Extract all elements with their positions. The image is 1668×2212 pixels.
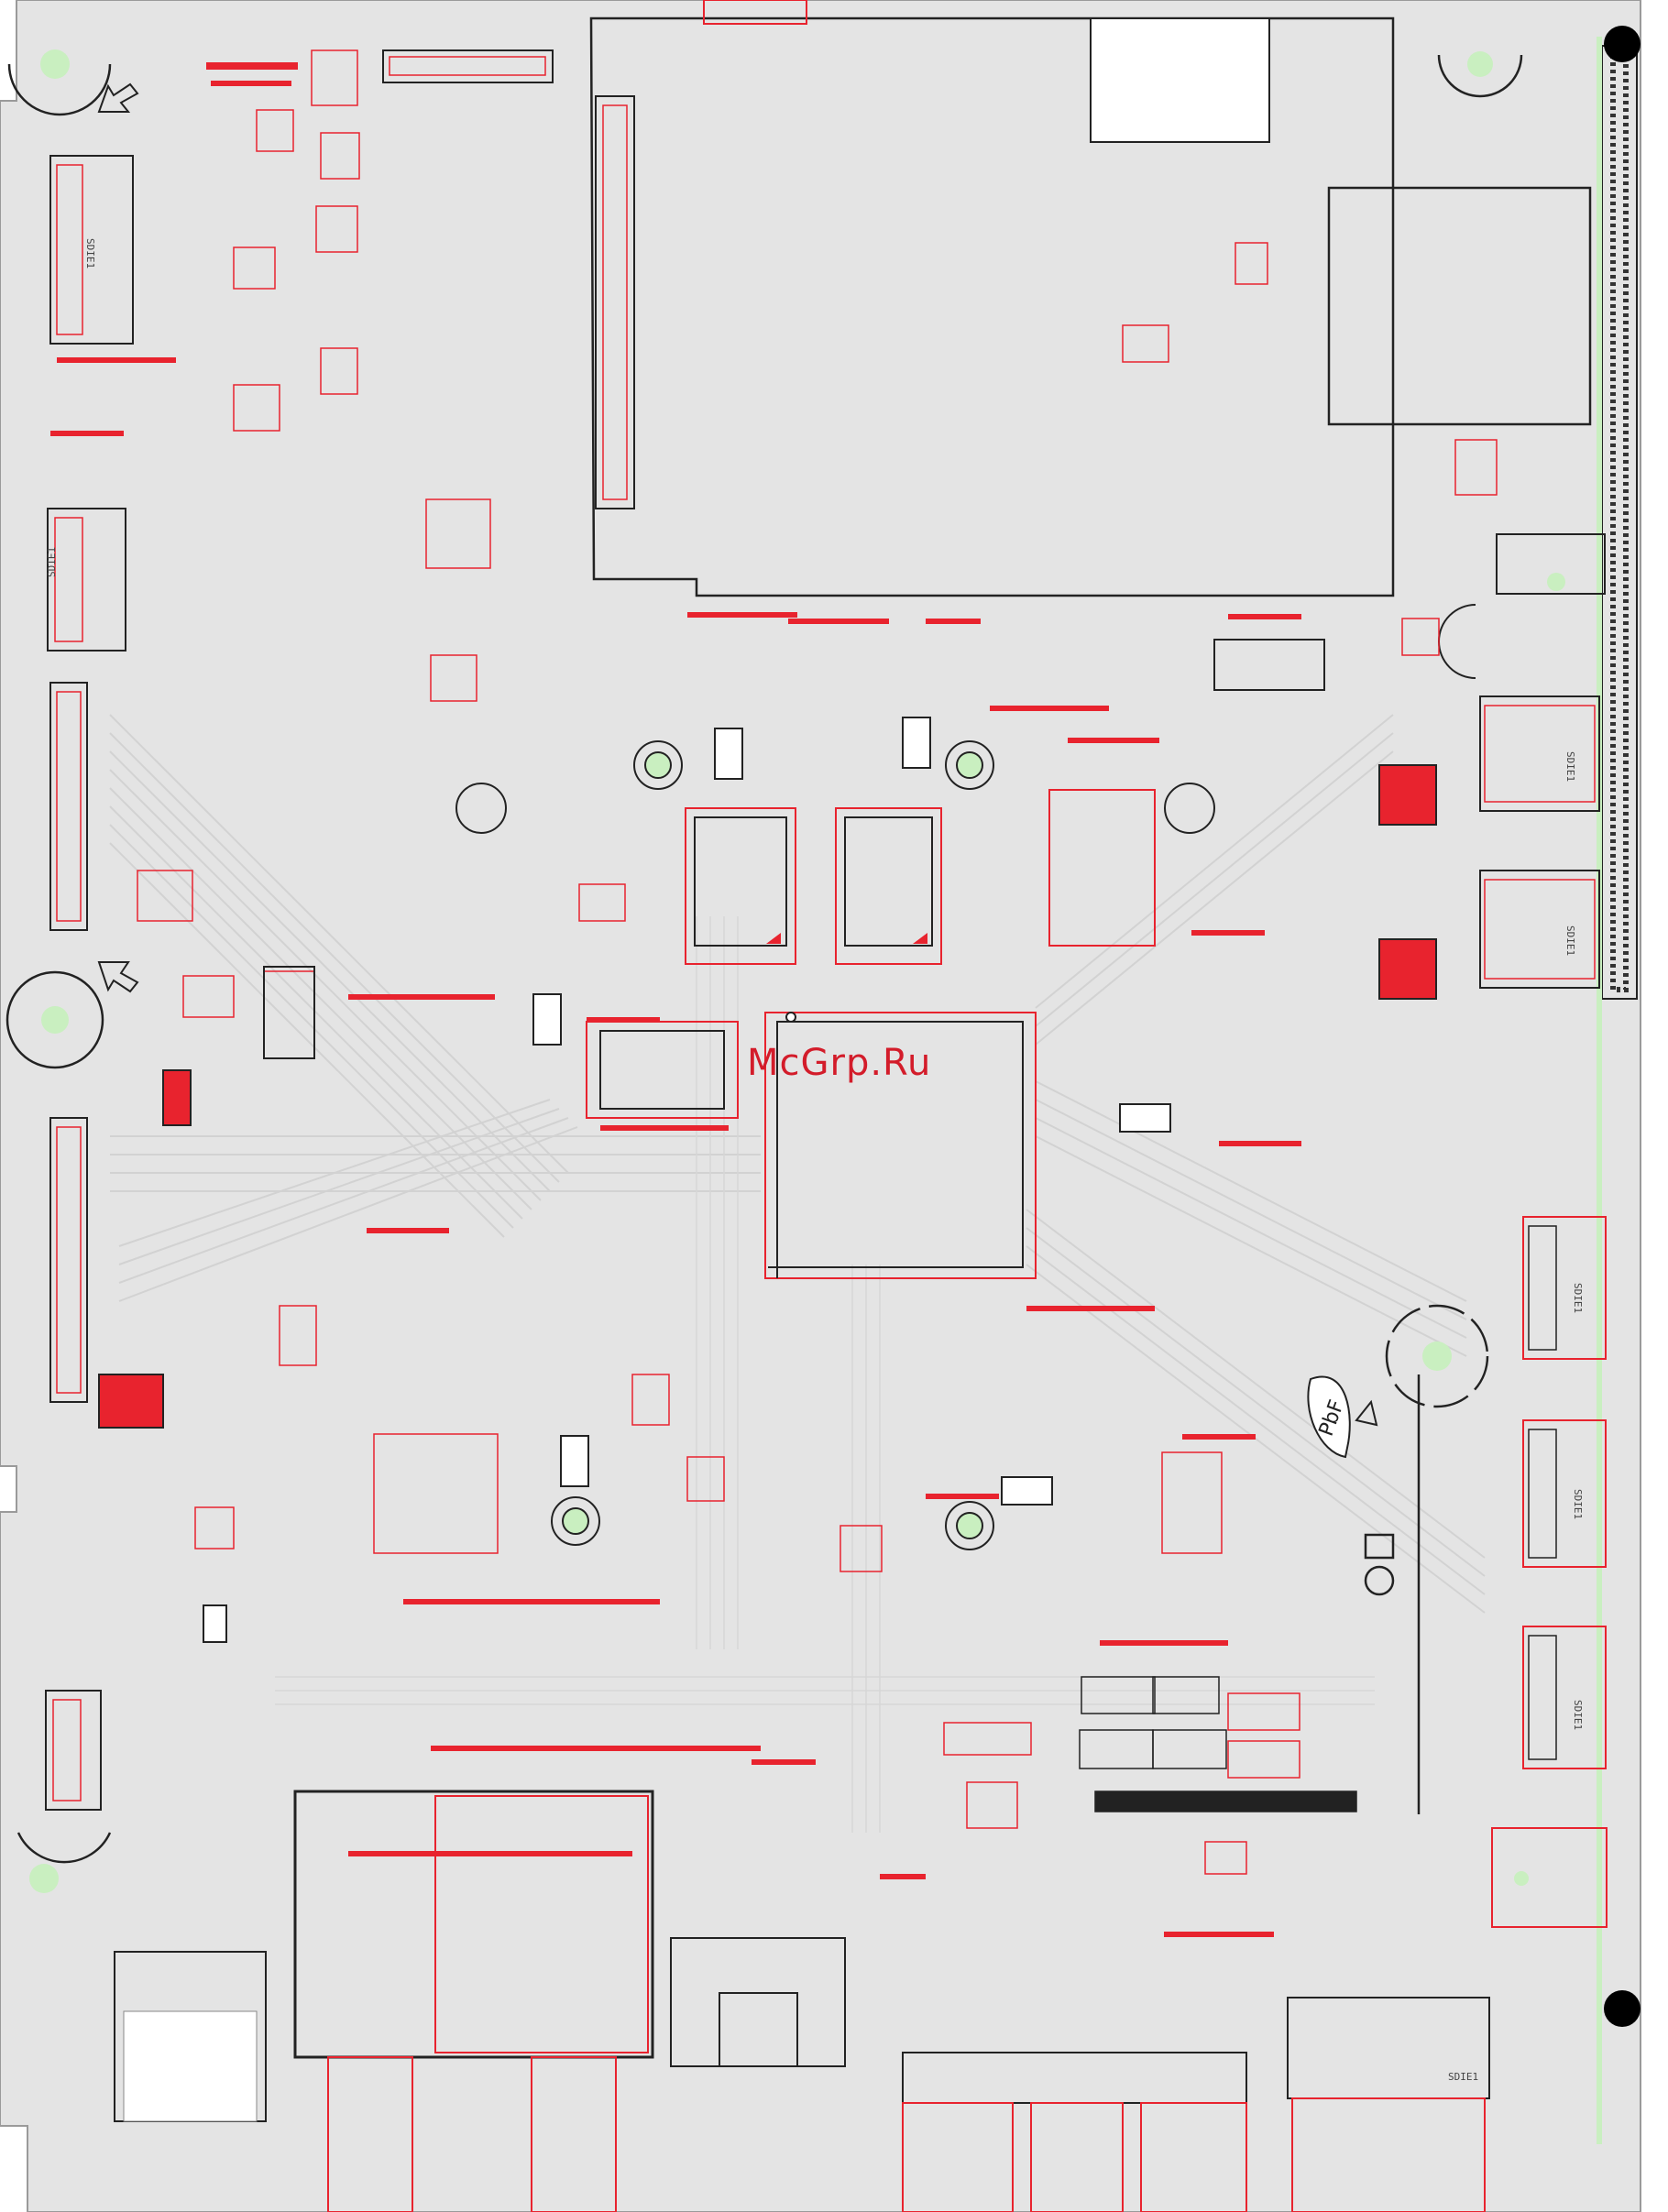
- mounting-hole-top-right: [1604, 26, 1641, 62]
- svg-text:SDIE1: SDIE1: [1572, 1700, 1584, 1730]
- svg-text:SDIE1: SDIE1: [84, 238, 96, 268]
- mounting-hole-bottom-right: [1604, 1990, 1641, 2027]
- svg-text:SDIE1: SDIE1: [1564, 751, 1576, 782]
- svg-text:SDIE1: SDIE1: [1564, 925, 1576, 956]
- svg-text:SDIE1: SDIE1: [1572, 1489, 1584, 1519]
- svg-text:SDIE1: SDIE1: [1448, 2071, 1478, 2083]
- svg-text:SDIE1: SDIE1: [1572, 1283, 1584, 1313]
- watermark: McGrp.Ru: [747, 1042, 931, 1084]
- svg-text:SDIE1: SDIE1: [46, 547, 58, 577]
